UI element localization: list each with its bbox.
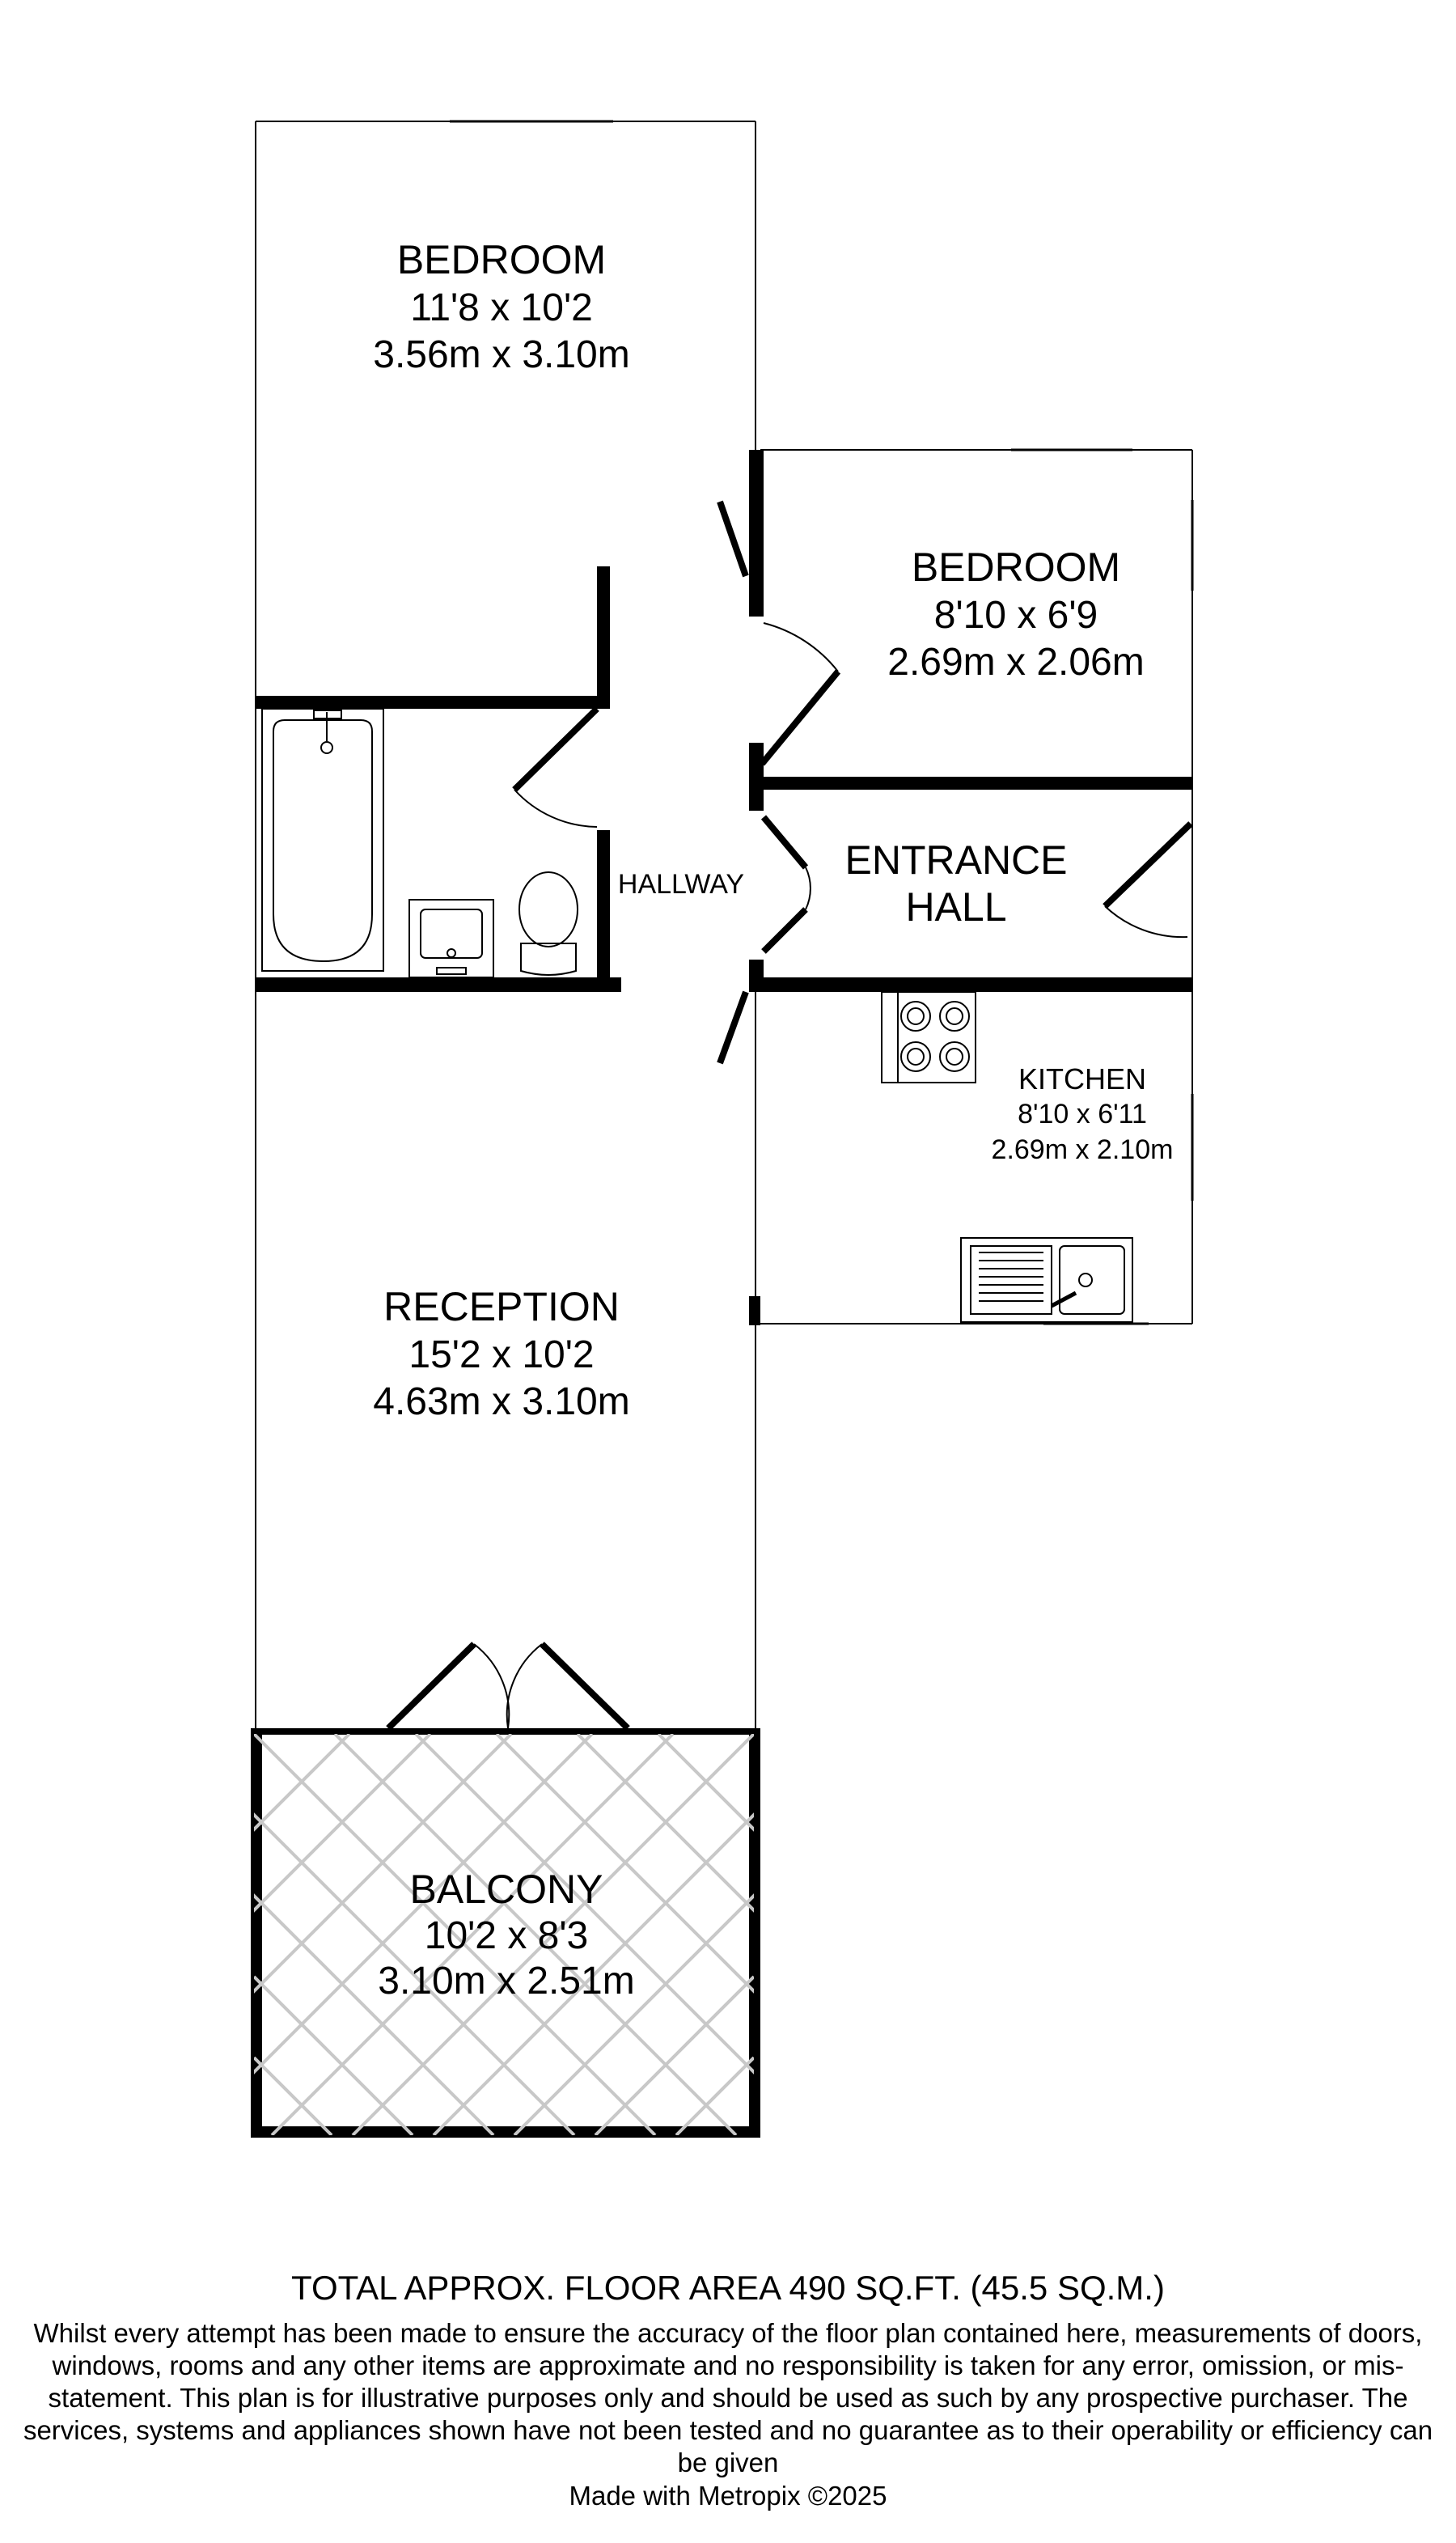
balcony-imperial: 10'2 x 8'3 xyxy=(425,1914,588,1957)
basin-icon xyxy=(408,899,494,978)
internal-walls xyxy=(251,450,1192,2138)
entrance-hall-line1: ENTRANCE xyxy=(844,837,1067,883)
kitchen-name: KITCHEN xyxy=(1018,1062,1146,1096)
room-balcony: BALCONY 10'2 x 8'3 3.10m x 2.51m xyxy=(378,1867,634,2003)
room-reception: RECEPTION 15'2 x 10'2 4.63m x 3.10m xyxy=(373,1284,629,1423)
sink-icon xyxy=(960,1237,1133,1323)
reception-imperial: 15'2 x 10'2 xyxy=(408,1333,594,1376)
hob-icon xyxy=(881,991,976,1083)
bedroom-1-name: BEDROOM xyxy=(397,237,606,282)
footer: TOTAL APPROX. FLOOR AREA 490 SQ.FT. (45.… xyxy=(0,2265,1456,2513)
outer-walls xyxy=(255,121,1193,1731)
room-kitchen: KITCHEN 8'10 x 6'11 2.69m x 2.10m xyxy=(992,1062,1174,1165)
doors xyxy=(386,500,1193,1731)
kitchen-metric: 2.69m x 2.10m xyxy=(992,1134,1174,1165)
entrance-hall-line2: HALL xyxy=(905,884,1006,930)
windows xyxy=(450,120,1194,1325)
toilet-icon xyxy=(518,871,578,976)
kitchen-imperial: 8'10 x 6'11 xyxy=(1018,1099,1147,1130)
room-bedroom-1: BEDROOM 11'8 x 10'2 3.56m x 3.10m xyxy=(373,237,629,376)
bath-icon xyxy=(261,708,384,972)
total-floor-area: TOTAL APPROX. FLOOR AREA 490 SQ.FT. (45.… xyxy=(291,2269,1165,2307)
bedroom-2-metric: 2.69m x 2.06m xyxy=(887,641,1144,684)
reception-name: RECEPTION xyxy=(383,1284,620,1329)
metropix-credit: Made with Metropix ©2025 xyxy=(569,2481,887,2511)
reception-metric: 4.63m x 3.10m xyxy=(373,1380,629,1423)
bedroom-2-imperial: 8'10 x 6'9 xyxy=(934,594,1098,637)
balcony-name: BALCONY xyxy=(410,1867,603,1912)
hallway-label: HALLWAY xyxy=(618,869,744,900)
balcony-metric: 3.10m x 2.51m xyxy=(378,1960,634,2003)
disclaimer-text: Whilst every attempt has been made to en… xyxy=(23,2318,1433,2477)
bedroom-1-metric: 3.56m x 3.10m xyxy=(373,333,629,376)
balcony-lattice xyxy=(254,1734,754,2135)
room-bedroom-2: BEDROOM 8'10 x 6'9 2.69m x 2.06m xyxy=(887,545,1144,684)
bedroom-1-imperial: 11'8 x 10'2 xyxy=(410,286,593,329)
room-entrance-hall: ENTRANCE HALL xyxy=(844,837,1067,930)
bedroom-2-name: BEDROOM xyxy=(912,545,1120,590)
